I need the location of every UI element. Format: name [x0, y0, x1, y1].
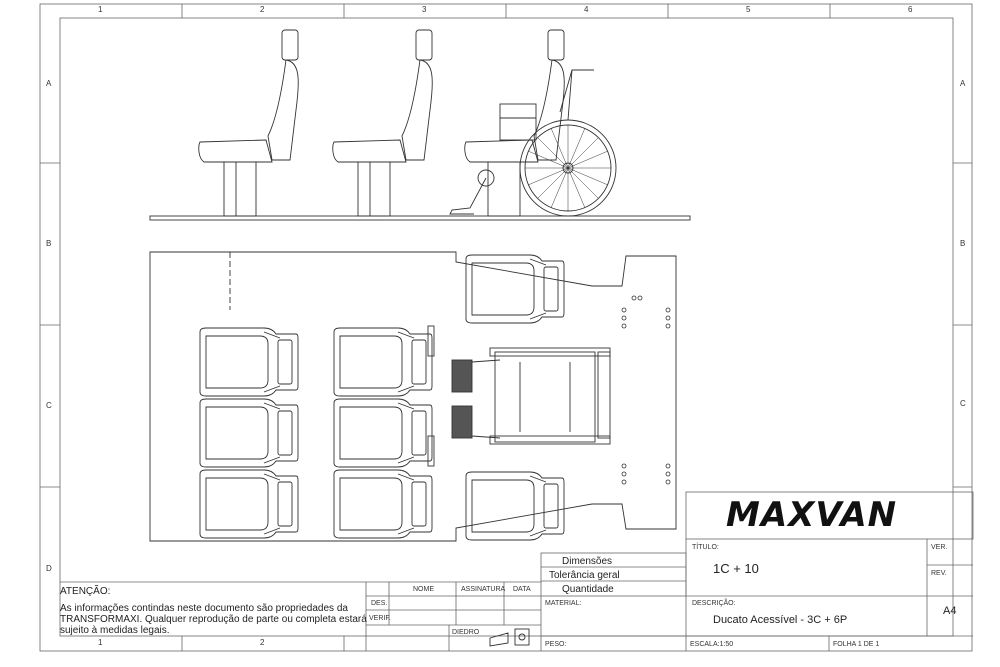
- floor-line: [149, 215, 691, 221]
- plan-seat-front-2: [465, 471, 565, 541]
- signoff-col-date: DATA: [513, 586, 531, 593]
- col-label-4: 4: [584, 5, 589, 14]
- notice-line-1: As informações contindas neste documento…: [60, 603, 348, 614]
- col-label-1: 1: [98, 5, 103, 14]
- projection-symbol-icon: [489, 628, 530, 647]
- notice-line-3: sujeito à medidas legais.: [60, 625, 170, 636]
- plan-seat-m1: [333, 327, 433, 397]
- plan-seat-r3: [199, 469, 299, 539]
- diedro-label: DIEDRO: [452, 629, 480, 636]
- plan-seat-r1: [199, 327, 299, 397]
- material-label: MATERIAL:: [545, 600, 582, 607]
- plan-wheelchair: [451, 347, 611, 445]
- row-label-c-right: C: [960, 399, 966, 408]
- plan-view: [149, 251, 677, 542]
- signoff-row-verif: VERIF.: [369, 615, 391, 622]
- side-wheelchair: [449, 69, 617, 217]
- spec-dimensions: Dimensões: [562, 556, 613, 567]
- notice-line-2: TRANSFORMAXI. Qualquer reprodução de par…: [60, 614, 367, 625]
- sheet-number: FOLHA 1 DE 1: [833, 641, 880, 648]
- side-view: [149, 29, 691, 221]
- plan-seat-m2: [333, 398, 433, 468]
- row-label-a-right: A: [960, 79, 966, 88]
- plan-seat-m3: [333, 469, 433, 539]
- col-label-bottom-1: 1: [98, 638, 103, 647]
- plan-seats: [199, 254, 565, 541]
- rev-label: REV.: [931, 570, 947, 577]
- row-label-b-right: B: [960, 239, 966, 248]
- row-label-b: B: [46, 239, 52, 248]
- title-value: 1C + 10: [713, 561, 759, 576]
- sheet-size: A4: [943, 605, 957, 617]
- description-value: Ducato Acessível - 3C + 6P: [713, 614, 848, 626]
- title-block-lines: [60, 491, 974, 651]
- col-label-2: 2: [260, 5, 265, 14]
- side-seat-1: [198, 29, 299, 217]
- inner-frame: [59, 17, 954, 637]
- row-label-a: A: [46, 79, 52, 88]
- signoff-col-signature: ASSINATURA: [461, 586, 506, 593]
- row-label-c: C: [46, 401, 52, 410]
- fixing-points: [621, 295, 671, 485]
- spec-tolerance: Tolerância geral: [549, 570, 620, 581]
- col-label-6: 6: [908, 5, 913, 14]
- scale: ESCALA:1:50: [690, 641, 734, 648]
- weight-label: PESO:: [545, 641, 567, 648]
- col-label-5: 5: [746, 5, 751, 14]
- title-label: TÍTULO:: [692, 544, 719, 551]
- col-label-bottom-2: 2: [260, 638, 265, 647]
- maxvan-logo: MAXVAN: [726, 495, 898, 535]
- plan-seat-front-1: [465, 254, 565, 324]
- notice-heading: ATENÇÃO:: [60, 586, 111, 597]
- col-label-3: 3: [422, 5, 427, 14]
- description-label: DESCRIÇÃO:: [692, 600, 736, 607]
- side-seat-3: [464, 29, 565, 217]
- side-seat-2: [332, 29, 433, 217]
- row-label-d: D: [46, 564, 52, 573]
- signoff-col-name: NOME: [413, 586, 434, 593]
- spec-quantity: Quantidade: [562, 584, 614, 595]
- outer-frame: [39, 3, 973, 652]
- signoff-row-des: DES.: [371, 600, 388, 607]
- plan-seat-r2: [199, 398, 299, 468]
- floor-outline: [149, 251, 677, 542]
- ver-label: VER.: [931, 544, 948, 551]
